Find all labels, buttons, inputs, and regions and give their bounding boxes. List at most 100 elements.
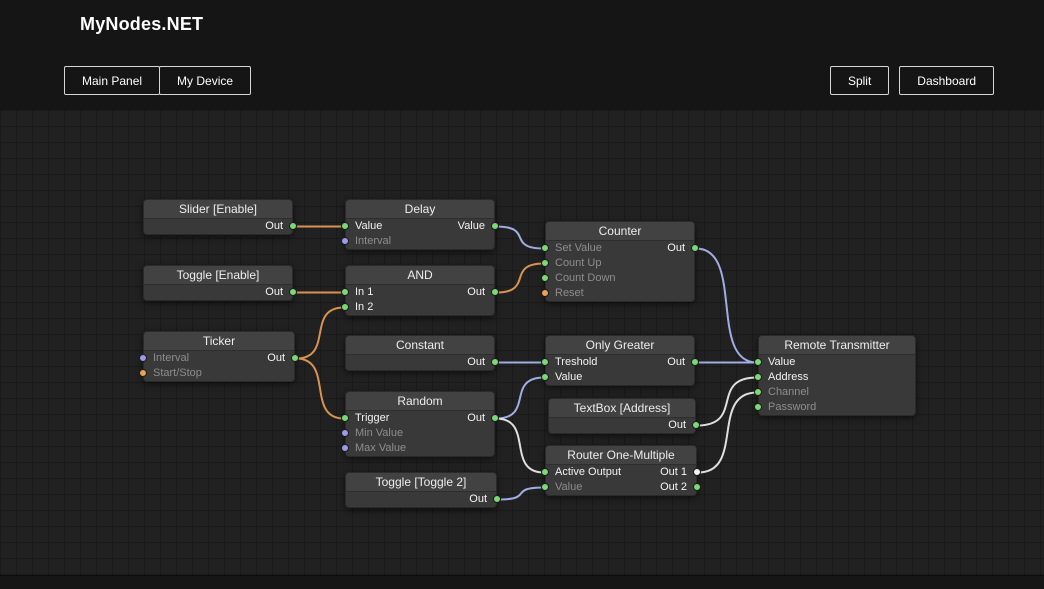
input-port-max-value[interactable] bbox=[341, 444, 349, 452]
tab-my-device[interactable]: My Device bbox=[159, 66, 252, 95]
input-port-set-value[interactable] bbox=[541, 244, 549, 252]
node-textbox-address[interactable]: TextBox [Address]Out bbox=[548, 398, 700, 434]
output-port-out-1[interactable] bbox=[693, 468, 701, 476]
input-label: Interval bbox=[355, 235, 392, 247]
tab-main-panel[interactable]: Main Panel bbox=[64, 66, 161, 95]
input-port-interval[interactable] bbox=[341, 237, 349, 245]
wire-router.out0-to-remote-transmitter.in2 bbox=[697, 391, 758, 474]
input-port-address[interactable] bbox=[754, 373, 762, 381]
input-label: Treshold bbox=[555, 356, 598, 368]
node-row: Password bbox=[754, 400, 915, 415]
node-title: Constant bbox=[346, 336, 494, 355]
input-port-password[interactable] bbox=[754, 403, 762, 411]
output-label: Out 1 bbox=[660, 466, 687, 478]
input-label: Min Value bbox=[355, 427, 404, 439]
input-port-in-2[interactable] bbox=[341, 303, 349, 311]
output-label: Out bbox=[668, 419, 686, 431]
wire-counter.out0-to-remote-transmitter.in0 bbox=[695, 247, 758, 364]
horizontal-scrollbar[interactable] bbox=[0, 575, 1044, 589]
output-port-out[interactable] bbox=[289, 288, 297, 296]
dashboard-button[interactable]: Dashboard bbox=[899, 66, 994, 95]
input-label: Channel bbox=[768, 386, 809, 398]
output-label: Out bbox=[667, 356, 685, 368]
input-port-value[interactable] bbox=[341, 222, 349, 230]
node-title: Remote Transmitter bbox=[759, 336, 915, 355]
node-title: Ticker bbox=[144, 332, 294, 351]
input-label: In 1 bbox=[355, 286, 374, 298]
node-row: Value bbox=[541, 370, 694, 385]
input-label: Count Down bbox=[555, 272, 616, 284]
output-label: Out bbox=[265, 286, 283, 298]
app-title: MyNodes.NET bbox=[80, 14, 204, 34]
input-port-value[interactable] bbox=[541, 483, 549, 491]
input-port-count-down[interactable] bbox=[541, 274, 549, 282]
output-port-out[interactable] bbox=[691, 244, 699, 252]
split-button[interactable]: Split bbox=[829, 66, 890, 95]
output-port-out[interactable] bbox=[493, 495, 501, 503]
output-port-out[interactable] bbox=[491, 358, 499, 366]
node-title: Toggle [Toggle 2] bbox=[346, 473, 496, 492]
output-port-out[interactable] bbox=[691, 358, 699, 366]
wire-layer bbox=[293, 225, 758, 501]
wire-random.out0-to-router.in0 bbox=[495, 417, 545, 474]
input-label: Set Value bbox=[555, 242, 602, 254]
node-row: Out bbox=[144, 219, 297, 234]
input-port-in-1[interactable] bbox=[341, 288, 349, 296]
input-port-start-stop[interactable] bbox=[139, 369, 147, 377]
output-label: Out bbox=[265, 220, 283, 232]
node-row: Out bbox=[346, 355, 499, 370]
node-toggle-enable[interactable]: Toggle [Enable]Out bbox=[143, 265, 297, 301]
input-label: Active Output bbox=[555, 466, 622, 478]
output-port-out-2[interactable] bbox=[693, 483, 701, 491]
input-port-trigger[interactable] bbox=[341, 414, 349, 422]
node-title: Slider [Enable] bbox=[144, 200, 292, 219]
node-row: Count Up bbox=[541, 256, 694, 271]
input-port-channel[interactable] bbox=[754, 388, 762, 396]
node-toggle-2[interactable]: Toggle [Toggle 2]Out bbox=[345, 472, 501, 508]
input-port-active-output[interactable] bbox=[541, 468, 549, 476]
wire-and.out0-to-counter.in1 bbox=[495, 262, 545, 294]
output-port-out[interactable] bbox=[289, 222, 297, 230]
node-row: Address bbox=[754, 370, 915, 385]
input-port-min-value[interactable] bbox=[341, 429, 349, 437]
input-port-reset[interactable] bbox=[541, 289, 549, 297]
wire-ticker.out0-to-random.in0 bbox=[295, 357, 345, 420]
output-label: Out bbox=[267, 352, 285, 364]
node-row: Out bbox=[346, 492, 501, 507]
input-port-value[interactable] bbox=[541, 373, 549, 381]
output-port-out[interactable] bbox=[692, 421, 700, 429]
input-port-treshold[interactable] bbox=[541, 358, 549, 366]
input-label: Trigger bbox=[355, 412, 390, 424]
output-port-value[interactable] bbox=[491, 222, 499, 230]
node-row: Value bbox=[754, 355, 915, 370]
input-label: Value bbox=[768, 356, 796, 368]
input-port-count-up[interactable] bbox=[541, 259, 549, 267]
header-actions: Split Dashboard bbox=[829, 66, 994, 95]
output-port-out[interactable] bbox=[291, 354, 299, 362]
node-title: Random bbox=[346, 392, 494, 411]
node-row: Count Down bbox=[541, 271, 694, 286]
node-title: TextBox [Address] bbox=[549, 399, 695, 418]
input-label: Max Value bbox=[355, 442, 407, 454]
output-port-out[interactable] bbox=[491, 414, 499, 422]
output-port-out[interactable] bbox=[491, 288, 499, 296]
wire-random.out0-to-only-greater.in1 bbox=[495, 376, 545, 420]
input-port-interval[interactable] bbox=[139, 354, 147, 362]
output-label: Out bbox=[467, 412, 485, 424]
output-label: Out bbox=[467, 356, 485, 368]
node-slider-enable[interactable]: Slider [Enable]Out bbox=[143, 199, 297, 235]
input-port-value[interactable] bbox=[754, 358, 762, 366]
